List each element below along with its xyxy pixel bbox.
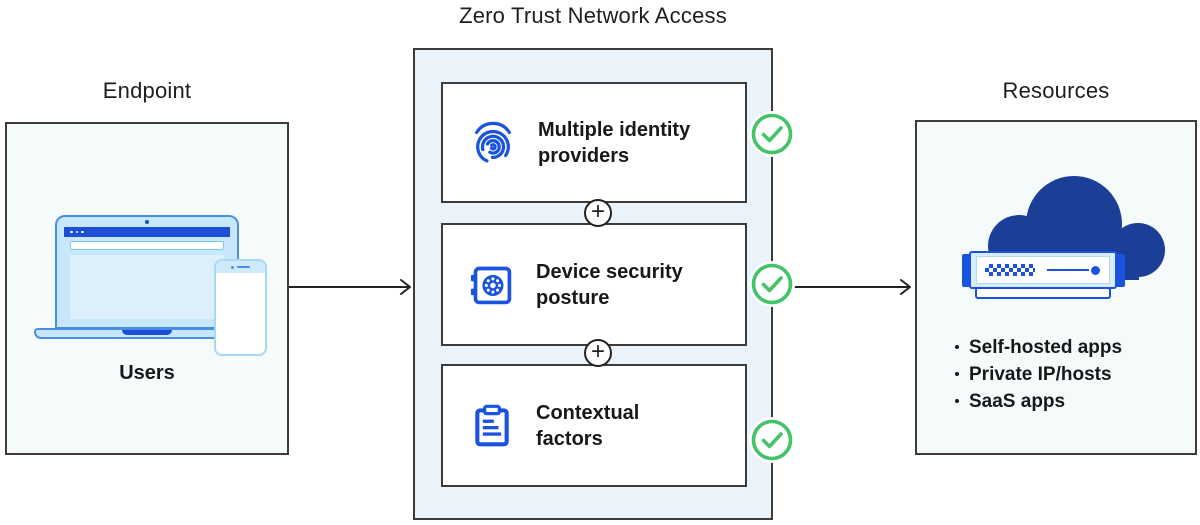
resources-heading: Resources: [1002, 78, 1110, 103]
flow-arrow-ztna-to-resources: [787, 279, 911, 295]
bullet-dot: [955, 345, 959, 349]
server-body: [969, 251, 1117, 289]
list-item: Private IP/hosts: [955, 361, 1122, 388]
flow-arrow-endpoint-to-ztna: [289, 279, 411, 295]
bullet-dot: [955, 399, 959, 403]
laptop-camera-dot: [145, 220, 149, 224]
server-slot-line: [1047, 268, 1089, 272]
laptop-addressbar: [70, 241, 224, 250]
resource-list: Self-hosted apps Private IP/hosts SaaS a…: [955, 334, 1122, 415]
ztna-heading: Zero Trust Network Access: [459, 3, 727, 28]
resources-panel: Self-hosted apps Private IP/hosts SaaS a…: [915, 120, 1197, 455]
laptop-page-content: [70, 255, 224, 319]
clipboard-icon: [475, 404, 509, 446]
safe-icon: [470, 266, 512, 304]
fingerprint-icon: [475, 121, 511, 164]
resource-label: Private IP/hosts: [969, 364, 1112, 385]
laptop-titlebar: [64, 227, 230, 237]
checkmark-icon: [749, 111, 795, 157]
plus-icon: +: [584, 199, 612, 227]
factor-card-identity: Multiple identity providers: [441, 82, 747, 203]
phone-speaker-row: [216, 261, 265, 273]
server-led-dot: [1091, 265, 1100, 275]
server-faceplate: [976, 256, 1110, 284]
server-vent-dots: [985, 264, 1035, 276]
phone-camera-dot: [231, 265, 234, 269]
ztna-panel: Multiple identity providers + Device sec…: [413, 48, 773, 520]
phone-illustration: [214, 259, 267, 356]
plus-icon: +: [584, 339, 612, 367]
laptop-hinge-notch: [122, 330, 172, 335]
list-item: SaaS apps: [955, 388, 1122, 415]
factor-label: Multiple identity providers: [538, 118, 691, 167]
titlebar-dot: [70, 230, 73, 234]
resource-label: Self-hosted apps: [969, 337, 1123, 358]
checkmark-icon: [749, 261, 795, 307]
titlebar-dot: [75, 230, 78, 234]
factor-label: Device security posture: [536, 260, 683, 309]
factor-label: Contextual factors: [536, 401, 640, 450]
factor-card-context: Contextual factors: [441, 364, 747, 487]
checkmark-icon: [749, 417, 795, 463]
titlebar-dot: [81, 230, 84, 234]
endpoint-panel: Users: [5, 122, 289, 455]
users-label: Users: [119, 362, 175, 384]
endpoint-heading: Endpoint: [102, 78, 192, 103]
bullet-dot: [955, 372, 959, 376]
phone-speaker-dash: [237, 265, 250, 269]
list-item: Self-hosted apps: [955, 334, 1122, 361]
factor-card-device-posture: Device security posture: [441, 223, 747, 346]
resource-label: SaaS apps: [969, 391, 1066, 412]
